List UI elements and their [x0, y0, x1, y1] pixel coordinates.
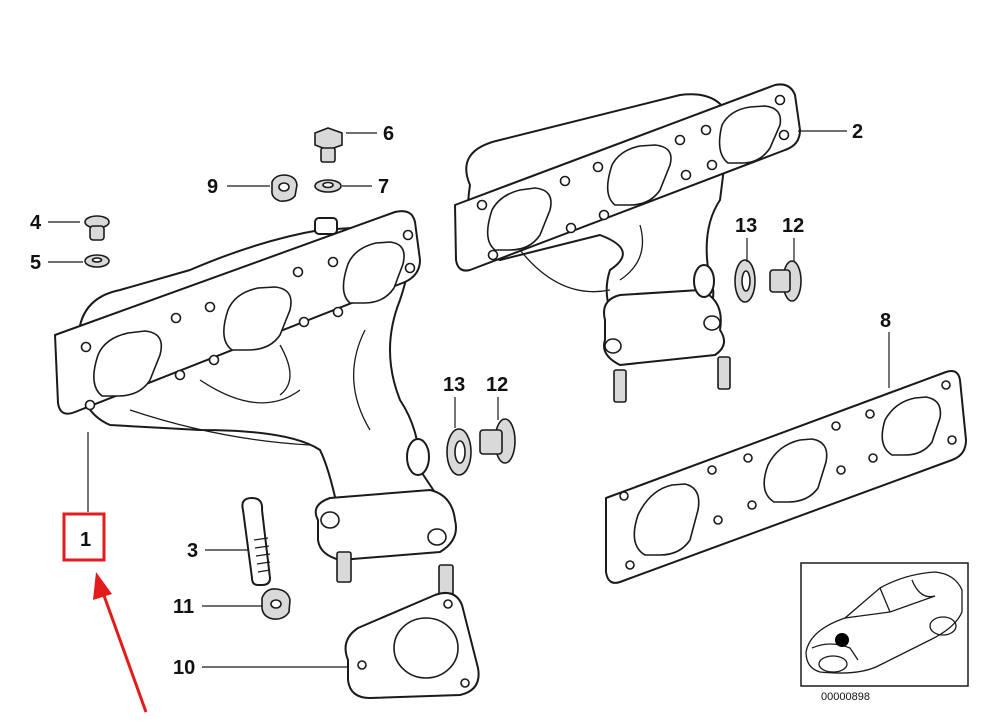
washer-part-5 [84, 254, 110, 268]
label-part-12-upper: 12 [782, 215, 804, 237]
label-part-13-lower: 13 [443, 374, 465, 396]
washer-part-7 [314, 179, 342, 193]
part-labels: 1 2 3 4 5 6 7 8 9 10 11 13 12 13 12 [30, 121, 891, 679]
bolt-part-6 [314, 127, 343, 163]
label-part-12-lower: 12 [486, 374, 508, 396]
sealing-ring-part-13-lower [446, 428, 472, 476]
outlet-gasket [344, 592, 480, 699]
plug-part-12-upper [769, 260, 802, 302]
location-dot [835, 633, 849, 647]
label-part-6: 6 [383, 123, 394, 145]
plug-part-12-lower [479, 418, 516, 464]
car-locator-inset: 00000898 [800, 562, 969, 703]
highlight-box [62, 512, 106, 562]
highlight-annotation [62, 512, 148, 713]
label-part-9: 9 [207, 176, 218, 198]
label-part-4: 4 [30, 212, 42, 234]
screw-part-4 [84, 215, 110, 241]
label-part-13-upper: 13 [735, 215, 757, 237]
manifold-gasket [605, 370, 967, 584]
nut-part-11 [261, 588, 291, 620]
exhaust-manifold-rear [454, 83, 801, 403]
label-part-7: 7 [378, 176, 389, 198]
label-part-1: 1 [80, 529, 91, 551]
label-part-8: 8 [880, 310, 891, 332]
leader-lines [48, 130, 890, 668]
label-part-2: 2 [852, 121, 863, 143]
label-part-10: 10 [173, 657, 195, 679]
reference-number: 00000898 [821, 691, 870, 703]
nut-part-9 [271, 174, 298, 202]
label-part-3: 3 [187, 540, 198, 562]
exhaust-manifold-front [54, 210, 457, 596]
label-part-11: 11 [173, 596, 194, 618]
stud-part-3 [241, 497, 271, 586]
highlight-arrow [100, 589, 148, 713]
sealing-ring-part-13-upper [734, 259, 756, 303]
label-part-5: 5 [30, 252, 41, 274]
highlight-arrow-head [93, 572, 112, 600]
